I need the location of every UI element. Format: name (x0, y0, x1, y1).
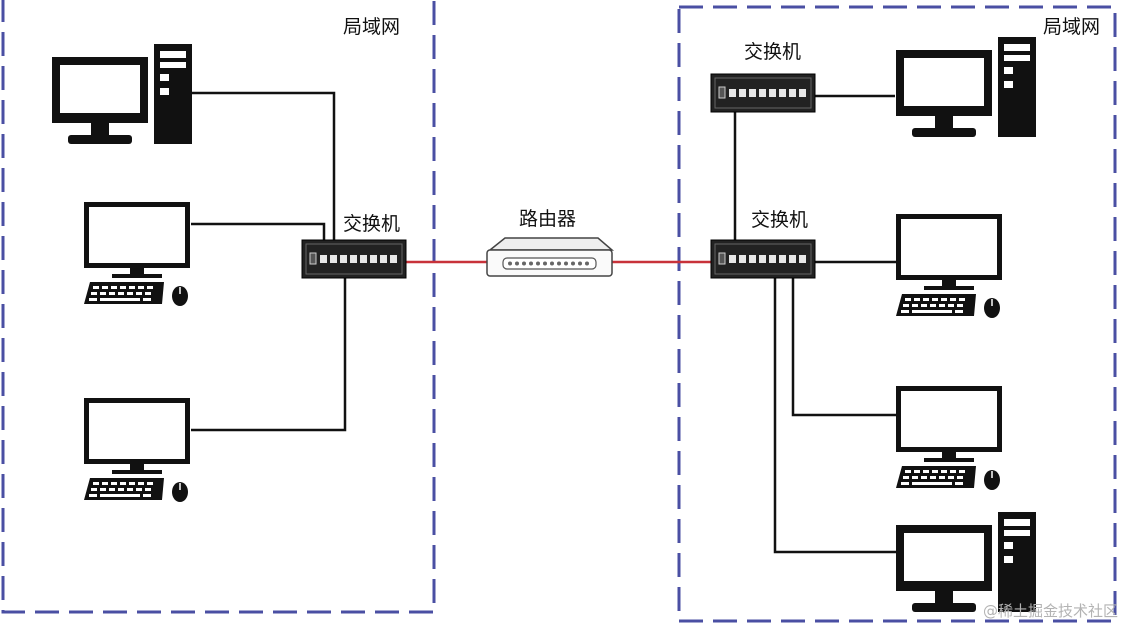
watermark-text: @稀土掘金技术社区 (983, 602, 1118, 620)
lan-left-boundary (1, 0, 436, 614)
desktop-computer-icon (83, 201, 191, 307)
lan-right-boundary (677, 5, 1117, 623)
lan-left-label: 局域网 (343, 16, 400, 38)
switch-left-icon (301, 239, 407, 279)
switch-right-top-label: 交换机 (744, 41, 801, 63)
lan-right-links (733, 94, 897, 554)
lan-right-label: 局域网 (1043, 16, 1100, 38)
router-label: 路由器 (519, 208, 576, 230)
tower-computer-icon (896, 512, 1036, 612)
switch-right-main-icon (710, 239, 816, 279)
desktop-computer-icon (83, 397, 191, 503)
desktop-computer-icon (895, 385, 1003, 491)
router-icon (486, 237, 615, 277)
tower-computer-icon (52, 44, 192, 144)
switch-right-main-label: 交换机 (751, 209, 808, 231)
desktop-computer-icon (895, 213, 1003, 319)
tower-computer-icon (896, 37, 1036, 137)
switch-left-label: 交换机 (343, 213, 400, 235)
lan-left-links (191, 91, 347, 432)
switch-right-top-icon (710, 73, 816, 113)
